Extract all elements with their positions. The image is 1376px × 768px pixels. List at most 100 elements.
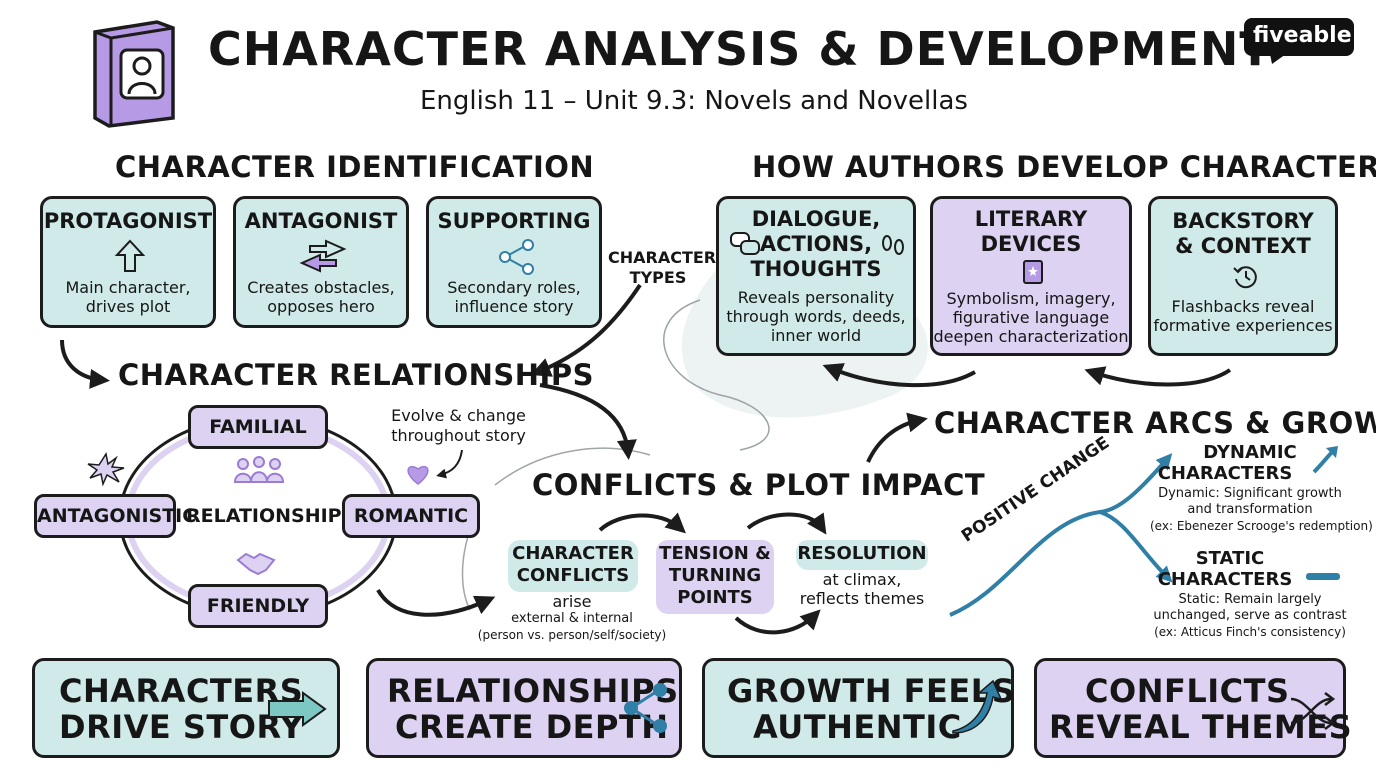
page-subtitle: English 11 – Unit 9.3: Novels and Novell… [420,86,968,116]
fiveable-logo[interactable]: fiveable [1244,18,1354,64]
dialogue-title-2: ACTIONS, [759,232,873,256]
supporting-title: SUPPORTING [437,209,591,233]
dialogue-desc-2: through words, deeds, [726,307,906,326]
literary-title-2: DEVICES [980,232,1082,256]
static-characters: STATIC CHARACTERS Static: Remain largely… [1150,548,1350,640]
person-book-icon [93,20,175,128]
takeaway-relationships-create-depth[interactable]: RELATIONSHIPS CREATE DEPTH [366,658,682,758]
takeaway-1-line-1: CHARACTERS [59,672,304,710]
heart-icon [407,465,429,485]
supporting-desc-1: Secondary roles, [447,278,581,297]
character-types-line-2: TYPES [629,268,687,287]
antagonistic-pill[interactable]: ANTAGONISTIC [34,494,196,538]
relationships-center-label: RELATIONSHIPS [186,505,356,527]
swap-arrows-icon [299,239,347,273]
arcs-heading: CHARACTER ARCS & GROWTH [934,406,1376,440]
protagonist-desc-1: Main character, [65,278,191,297]
resolution-desc: at climax, reflects themes [792,570,932,608]
character-types-label: CHARACTER TYPES [608,248,717,288]
resolution-desc-1: at climax, [822,570,902,589]
backstory-title-1: BACKSTORY [1172,209,1314,233]
character-types-line-1: CHARACTER [608,248,717,267]
familial-pill[interactable]: FAMILIAL [188,405,328,449]
takeaway-conflicts-reveal-themes[interactable]: CONFLICTS REVEAL THEMES [1034,658,1352,758]
history-clock-icon [1233,266,1257,289]
arise-label: arise [552,592,592,611]
character-conflicts-title-2: CONFLICTS [516,565,630,586]
page-title: CHARACTER ANALYSIS & DEVELOPMENT [208,22,1272,76]
supporting-desc-2: influence story [454,297,574,316]
takeaway-4-line-2: REVEAL THEMES [1049,708,1353,746]
backstory-desc-2: formative experiences [1153,316,1333,335]
takeaway-characters-drive-story[interactable]: CHARACTERS DRIVE STORY [32,658,340,758]
fiveable-logo-text: fiveable [1253,23,1352,48]
dynamic-title-1: DYNAMIC [1203,442,1297,463]
handshake-icon [236,552,276,576]
antagonistic-label: ANTAGONISTIC [37,505,197,527]
dialogue-card[interactable]: DIALOGUE, ACTIONS, THOUGHTS Reveals pers… [716,196,916,356]
evolve-note-line-2: throughout story [391,426,526,445]
antagonist-title: ANTAGONIST [244,209,398,233]
backstory-card[interactable]: BACKSTORY & CONTEXT Flashbacks reveal fo… [1148,196,1338,356]
dialogue-desc-1: Reveals personality [737,288,895,307]
book-logo [85,18,181,128]
dialogue-title-3: THOUGHTS [750,257,882,281]
character-conflicts-box[interactable]: CHARACTER CONFLICTS [508,540,638,592]
share-icon [499,239,534,275]
static-desc-3: (ex: Atticus Finch's consistency) [1154,625,1346,639]
supporting-card[interactable]: SUPPORTING Secondary roles, influence st… [426,196,602,328]
up-arrow-icon [114,239,146,272]
protagonist-title: PROTAGONIST [43,209,213,233]
backstory-desc-1: Flashbacks reveal [1171,297,1315,316]
tension-title-3: POINTS [677,587,753,608]
romantic-pill[interactable]: ROMANTIC [342,494,480,538]
literary-desc-1: Symbolism, imagery, [946,289,1116,308]
static-title-2: CHARACTERS [1157,569,1293,590]
character-conflicts-desc: arise external & internal (person vs. pe… [472,592,672,643]
dynamic-title-2: CHARACTERS [1157,463,1293,484]
takeaway-2-line-2: CREATE DEPTH [395,708,669,746]
takeaway-4-line-1: CONFLICTS [1085,672,1290,710]
takeaway-3-line-2: AUTHENTIC [753,708,962,746]
romantic-label: ROMANTIC [353,505,469,527]
resolution-box[interactable]: RESOLUTION [796,540,928,570]
dynamic-characters: DYNAMIC CHARACTERS Dynamic: Significant … [1150,442,1373,534]
static-desc-1: Static: Remain largely [1178,592,1322,607]
antagonist-desc-2: opposes hero [267,297,375,316]
right-arrow-icon [268,691,327,727]
literary-devices-card[interactable]: LITERARY DEVICES Symbolism, imagery, fig… [930,196,1132,356]
literary-desc-3: deepen characterization [933,327,1129,346]
protagonist-card[interactable]: PROTAGONIST Main character, drives plot [40,196,216,328]
identification-heading: CHARACTER IDENTIFICATION [115,150,595,184]
speech-bubbles-icon [730,232,760,255]
conflicts-desc-2: (person vs. person/self/society) [477,628,667,642]
tension-box[interactable]: TENSION & TURNING POINTS [656,540,774,614]
conflicts-desc-1: external & internal [511,611,633,626]
evolve-note-line-1: Evolve & change [391,406,526,425]
conflicts-heading: CONFLICTS & PLOT IMPACT [532,468,986,502]
antagonist-desc-1: Creates obstacles, [247,278,395,297]
book-star-icon [1023,260,1043,284]
resolution-title: RESOLUTION [797,543,927,564]
literary-title-1: LITERARY [974,207,1088,231]
backstory-title-2: & CONTEXT [1175,234,1311,258]
takeaway-1-line-2: DRIVE STORY [59,708,304,746]
dialogue-title-1: DIALOGUE, [751,207,881,231]
dynamic-desc-2: and transformation [1187,502,1313,517]
character-conflicts-title-1: CHARACTER [512,543,634,564]
flat-line-icon [1306,573,1340,580]
protagonist-desc-2: drives plot [85,297,171,316]
takeaway-3-line-1: GROWTH FEELS [727,672,1016,710]
antagonist-card[interactable]: ANTAGONIST Creates obstacles, opposes he… [233,196,409,328]
takeaway-growth-feels-authentic[interactable]: GROWTH FEELS AUTHENTIC [702,658,1016,758]
resolution-desc-2: reflects themes [799,589,925,608]
footprints-icon [882,235,904,255]
static-desc-2: unchanged, serve as contrast [1153,608,1347,623]
conflict-spark-icon [87,452,125,487]
relationships-heading: CHARACTER RELATIONSHIPS [118,358,594,392]
friendly-pill[interactable]: FRIENDLY [188,584,328,628]
dynamic-desc-3: (ex: Ebenezer Scrooge's redemption) [1150,519,1373,533]
evolve-note: Evolve & change throughout story [386,406,531,446]
share-nodes-icon [624,683,667,733]
dialogue-desc-3: inner world [770,326,862,345]
